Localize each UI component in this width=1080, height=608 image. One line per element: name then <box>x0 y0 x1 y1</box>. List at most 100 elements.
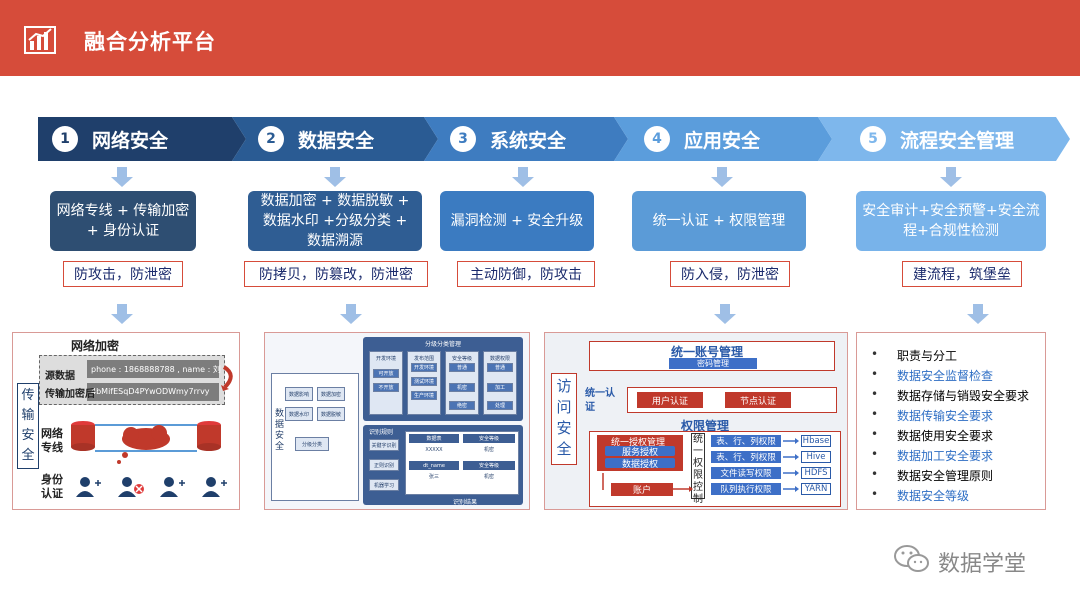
data-security-side: 数据安全 <box>275 409 285 452</box>
bar-chart-icon <box>24 26 56 54</box>
mini-item: 加工 <box>487 383 513 392</box>
down-arrows-row2 <box>111 304 989 324</box>
step-number: 1 <box>52 126 78 152</box>
table-cell: 机密 <box>463 472 515 481</box>
mini-item: 可开放 <box>373 369 399 378</box>
panel-access-security: 统一账号管理 密码管理 访问安全 统一认证 用户认证 节点认证 权限管理 统一授… <box>544 332 848 510</box>
step-number: 5 <box>860 126 886 152</box>
mini-item: 数据脱敏 <box>317 407 345 421</box>
table-cell: XXXXX <box>409 445 459 454</box>
access-security-side: 访问安全 <box>551 373 577 465</box>
plaintext-bar <box>87 360 219 378</box>
list-item: 数据传输安全要求 <box>871 407 993 424</box>
step-label: 系统安全 <box>490 129 567 152</box>
mini-item: 机器学习 <box>369 479 399 491</box>
down-arrows-row1 <box>111 167 962 187</box>
step-number: 2 <box>258 126 284 152</box>
password-mgmt: 密码管理 <box>669 358 757 369</box>
source-data-label: 源数据 <box>45 371 75 382</box>
step-1-measures: 网络专线 + 传输加密 + 身份认证 <box>50 191 196 251</box>
permission-row: 表、行、列权限 <box>711 451 781 463</box>
plaintext-value: phone : 1868888788 , name : 刘 <box>91 365 221 374</box>
step-4-goal: 防入侵，防泄密 <box>670 261 790 287</box>
identity-auth-label: 身份认证 <box>41 473 63 500</box>
step-5: 5 流程安全管理 <box>860 117 1060 161</box>
panel-management-list: 职责与分工 数据安全监督检查 数据存储与销毁安全要求 数据传输安全要求 数据使用… <box>856 332 1046 510</box>
list-item: 职责与分工 <box>871 347 957 364</box>
module-footer: 识别结果 <box>453 499 478 506</box>
step-chevron-2 <box>232 117 438 161</box>
mini-item: 不开放 <box>373 383 399 392</box>
unified-auth-label: 统一认证 <box>585 388 615 413</box>
permission-row: 队列执行权限 <box>711 483 781 495</box>
watermark-text: 数据学堂 <box>938 552 1027 577</box>
step-1-goal: 防攻击，防泄密 <box>63 261 183 287</box>
unified-authorization: 统一授权管理 <box>611 438 666 448</box>
account: 账户 <box>611 483 673 496</box>
step-chevron-1 <box>38 117 246 161</box>
module-title: 识别规则 <box>369 429 394 436</box>
mini-item: 关键字识别 <box>369 439 399 451</box>
panel-title: 网络加密 <box>71 339 120 353</box>
panel-network-encryption: 网络加密 传输安全 phone : 1868888788 , name : 刘 … <box>12 332 240 510</box>
mini-item: 普通 <box>487 363 513 372</box>
table-cell: 张三 <box>409 472 459 481</box>
mini-item: 测试环境 <box>411 377 437 386</box>
table-cell: dt_name <box>409 461 459 470</box>
data-authorization: 数据授权 <box>605 458 675 470</box>
step-3: 3 系统安全 <box>450 117 620 161</box>
unified-permission-control: 统一权限控制 <box>691 433 705 505</box>
row-arrows <box>783 438 799 492</box>
service-authorization: 服务授权 <box>605 446 675 458</box>
step-label: 流程安全管理 <box>900 129 1015 152</box>
step-3-measures: 漏洞检测 + 安全升级 <box>440 191 594 251</box>
step-chevron-4 <box>614 117 832 161</box>
wechat-icon <box>894 545 929 572</box>
mini-item: 生产环境 <box>411 391 437 400</box>
dedicated-line-label: 网络专线 <box>41 427 63 454</box>
permission-mgmt-title: 权限管理 <box>681 419 730 433</box>
permission-row: 表、行、列权限 <box>711 435 781 447</box>
mini-item: 普通 <box>449 363 475 372</box>
step-3-goal: 主动防御，防攻击 <box>457 261 595 287</box>
ciphertext-value: 4bMifESqD4PYwODWmy7rrvy <box>91 387 210 396</box>
table-cell: 安全等级 <box>463 434 515 443</box>
cycle-arrow-icon <box>221 365 233 391</box>
list-item: 数据安全监督检查 <box>871 367 993 384</box>
network-diagram <box>71 421 221 464</box>
step-5-measures: 安全审计+安全预警+安全流程+合规性检测 <box>856 191 1046 251</box>
mini-item: 开发环境 <box>411 363 437 372</box>
list-item: 数据安全管理原则 <box>871 467 993 484</box>
permission-row: 文件读写权限 <box>711 467 781 479</box>
flow-arrows <box>602 473 693 492</box>
mini-item: 数据加密 <box>317 387 345 401</box>
table-cell: 安全等级 <box>463 461 515 470</box>
target-hdfs: HDFS <box>801 467 831 479</box>
table-cell: 机密 <box>463 445 515 454</box>
step-2: 2 数据安全 <box>258 117 428 161</box>
list-item: 数据存储与销毁安全要求 <box>871 387 1029 404</box>
step-4-measures: 统一认证 + 权限管理 <box>632 191 806 251</box>
node-auth: 节点认证 <box>725 392 791 408</box>
panel-data-classification: 数据安全 数据影响 数据加密 数据水印 数据脱敏 分级分类 分级分类管理 开发环… <box>264 332 530 510</box>
step-2-measures: 数据加密 + 数据脱敏 + 数据水印 +分级分类 + 数据溯源 <box>248 191 422 251</box>
encrypted-label: 传输加密后 <box>45 389 95 400</box>
target-hive: Hive <box>801 451 831 463</box>
step-label: 应用安全 <box>684 129 761 152</box>
user-auth: 用户认证 <box>637 392 703 408</box>
step-label: 网络安全 <box>92 129 169 152</box>
step-number: 4 <box>644 126 670 152</box>
page-title: 融合分析平台 <box>84 30 216 54</box>
account-mgmt-title: 统一账号管理 <box>671 345 744 359</box>
step-label: 数据安全 <box>298 129 375 152</box>
step-2-goal: 防拷贝，防篡改，防泄密 <box>244 261 428 287</box>
step-4: 4 应用安全 <box>644 117 814 161</box>
side-label: 传输安全 <box>17 383 39 469</box>
mini-item: 绝密 <box>449 401 475 410</box>
mini-item: 数据水印 <box>285 407 313 421</box>
mini-item: 处理 <box>487 401 513 410</box>
step-chevron-3 <box>424 117 628 161</box>
table-cell: 数据表 <box>409 434 459 443</box>
target-hbase: Hbase <box>801 435 831 447</box>
